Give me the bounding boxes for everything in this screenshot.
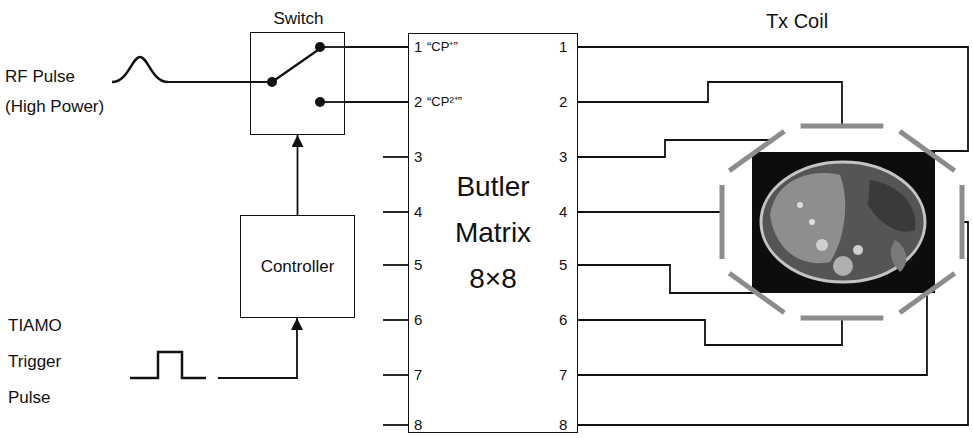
vessel-dot (797, 202, 803, 208)
vessel-dot (816, 239, 828, 251)
coil-element (729, 131, 784, 170)
coil-element (960, 185, 965, 259)
port-stub (383, 424, 408, 426)
port-number: 3 (559, 148, 567, 166)
port-stub (383, 374, 408, 376)
signal-wire (578, 265, 757, 293)
port-number: 4 (559, 203, 567, 221)
spleen-shape (891, 240, 906, 272)
tx-coil: Tx Coil (722, 126, 962, 318)
controller-box: Controller (240, 215, 355, 318)
coil-element (801, 124, 884, 129)
signal-label: RF Pulse (High Power) (5, 62, 107, 122)
box-text: Controller (261, 256, 335, 278)
switch-box: Switch (250, 32, 345, 135)
switch-lever (272, 50, 318, 82)
trigger-wire (218, 318, 297, 378)
coil-element (900, 273, 955, 312)
vessel-dot (809, 219, 815, 225)
spine-shape (833, 256, 853, 276)
port-number: 2 (414, 93, 422, 111)
signal-wire (578, 82, 842, 126)
signal-label: TIAMO Trigger Pulse (8, 308, 83, 416)
port-number: 8 (559, 416, 567, 434)
switch-output-wire (320, 101, 345, 103)
box-heading: Tx Coil (752, 8, 842, 34)
liver-shape (770, 173, 845, 263)
switch-pivot (267, 77, 277, 87)
stomach-shape (868, 180, 915, 232)
port-stub (383, 264, 408, 266)
vessel-dot (853, 245, 863, 255)
image-ground (752, 152, 935, 293)
port-number: 7 (559, 366, 567, 384)
signal-wire (578, 211, 722, 213)
port-number: 3 (414, 148, 422, 166)
port-number: 6 (559, 311, 567, 329)
coil-element (801, 316, 884, 321)
port-number: 6 (414, 311, 422, 329)
rf-pulse-symbol (112, 57, 168, 82)
port-name: “CP²⁺” (427, 93, 462, 111)
signal-wire (578, 222, 968, 425)
port-name: “CP⁺” (427, 38, 458, 56)
signal-wire (345, 101, 408, 103)
coil-element (900, 131, 955, 170)
coil-outline (722, 126, 962, 318)
port-stub (383, 211, 408, 213)
port-number: 5 (559, 256, 567, 274)
mri-image (752, 152, 935, 293)
port-number: 1 (414, 38, 422, 56)
port-stub (383, 156, 408, 158)
port-number: 2 (559, 93, 567, 111)
port-number: 1 (559, 38, 567, 56)
coil-element (720, 185, 725, 259)
body-outline (761, 162, 925, 282)
trigger-pulse-symbol (130, 352, 206, 378)
box-heading: Switch (251, 8, 346, 30)
switch-output-wire (320, 46, 345, 48)
signal-wire (578, 293, 927, 375)
signal-wire (578, 140, 772, 157)
signal-wire (578, 318, 842, 345)
rf-input-wire (168, 81, 272, 83)
coil-element (729, 273, 784, 312)
spacer-line (250, 47, 320, 48)
port-stub (383, 319, 408, 321)
box-text: Butler Matrix 8×8 (438, 164, 548, 302)
port-number: 5 (414, 256, 422, 274)
butler-matrix-box: Butler Matrix 8×8 (408, 33, 578, 433)
signal-arrow (297, 135, 299, 215)
port-number: 8 (414, 416, 422, 434)
signal-wire (345, 46, 408, 48)
port-number: 4 (414, 203, 422, 221)
port-number: 7 (414, 366, 422, 384)
